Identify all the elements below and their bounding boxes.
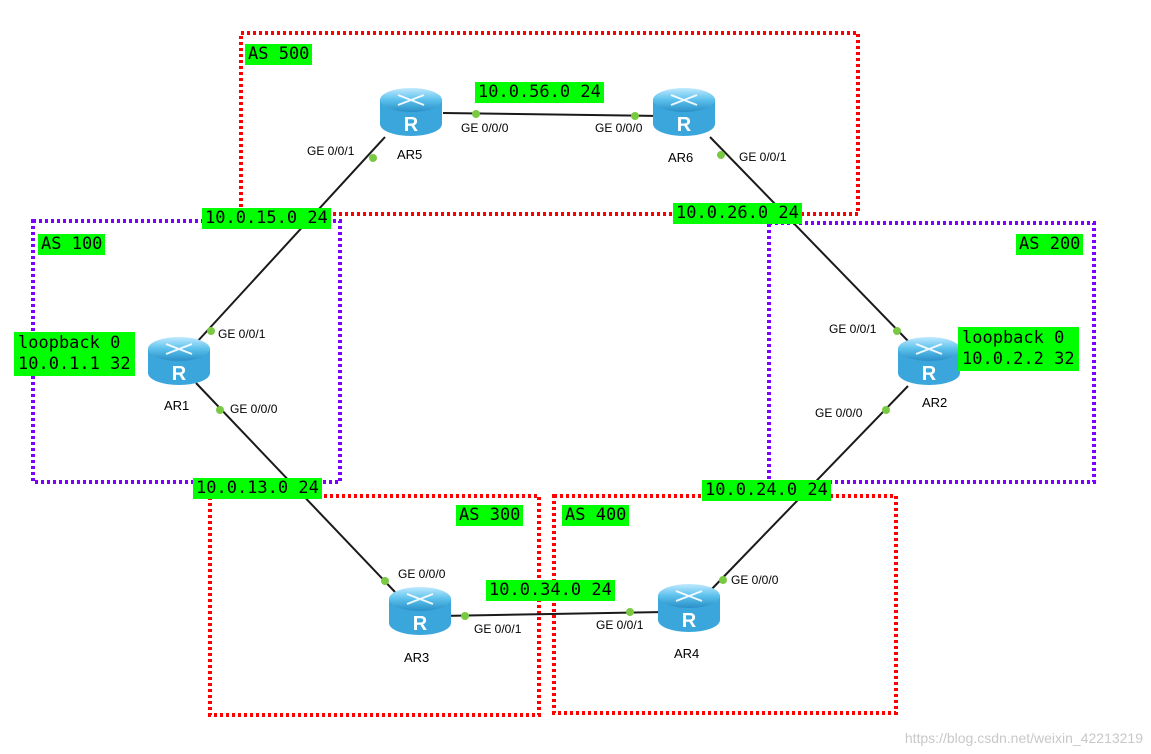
as500-boundary [239, 31, 860, 216]
iface-ar1-ge000: GE 0/0/0 [230, 402, 278, 416]
network-label-ar1-ar3: 10.0.13.0 24 [193, 478, 322, 499]
port-dot [381, 577, 389, 585]
as300-label: AS 300 [456, 505, 524, 526]
iface-ar1-ge001: GE 0/0/1 [218, 327, 266, 341]
as100-boundary [31, 219, 342, 484]
link-ar1-ar5 [195, 136, 386, 344]
loopback-ar2-name: loopback 0 [962, 328, 1065, 348]
iface-ar3-ge001: GE 0/0/1 [474, 622, 522, 636]
router-ar5-icon[interactable] [379, 87, 443, 137]
loopback-ar1: loopback 0 10.0.1.1 32 [14, 332, 135, 376]
port-dot [472, 110, 480, 118]
iface-ar4-ge001: GE 0/0/1 [596, 618, 644, 632]
port-dot [882, 406, 890, 414]
router-ar3-icon[interactable] [388, 586, 452, 636]
iface-ar2-ge001: GE 0/0/1 [829, 322, 877, 336]
port-dot [893, 327, 901, 335]
iface-ar4-ge000: GE 0/0/0 [731, 573, 779, 587]
loopback-ar1-address: 10.0.1.1 32 [18, 354, 131, 374]
as100-label: AS 100 [38, 234, 106, 255]
loopback-ar2-address: 10.0.2.2 32 [962, 349, 1075, 369]
port-dot [216, 406, 224, 414]
iface-ar2-ge000: GE 0/0/0 [815, 406, 863, 420]
iface-ar6-ge001: GE 0/0/1 [739, 150, 787, 164]
iface-ar5-ge001: GE 0/0/1 [307, 144, 355, 158]
router-ar2-icon[interactable] [897, 336, 961, 386]
router-ar6-icon[interactable] [652, 87, 716, 137]
watermark: https://blog.csdn.net/weixin_42213219 [904, 730, 1143, 746]
port-dot [207, 327, 215, 335]
iface-ar5-ge000: GE 0/0/0 [461, 121, 509, 135]
port-dot [719, 576, 727, 584]
port-dot [631, 112, 639, 120]
router-ar2-name: AR2 [922, 395, 948, 410]
network-label-ar3-ar4: 10.0.34.0 24 [486, 580, 615, 601]
loopback-ar2: loopback 0 10.0.2.2 32 [958, 327, 1079, 371]
as400-boundary [552, 494, 898, 715]
port-dots [207, 110, 901, 620]
network-label-ar5-ar6: 10.0.56.0 24 [475, 82, 604, 103]
as200-boundary [767, 221, 1096, 484]
router-ar5-name: AR5 [397, 147, 423, 162]
as400-label: AS 400 [562, 505, 630, 526]
network-label-ar2-ar4: 10.0.24.0 24 [702, 480, 831, 501]
network-label-ar1-ar5: 10.0.15.0 24 [202, 208, 331, 229]
router-ar4-icon[interactable] [657, 583, 721, 633]
as500-label: AS 500 [245, 44, 313, 65]
loopback-ar1-name: loopback 0 [18, 333, 121, 353]
iface-ar3-ge000: GE 0/0/0 [398, 567, 446, 581]
iface-ar6-ge000: GE 0/0/0 [595, 121, 643, 135]
router-ar1-name: AR1 [164, 398, 190, 413]
router-ar4-name: AR4 [674, 646, 700, 661]
router-ar6-name: AR6 [668, 150, 694, 165]
port-dot [461, 612, 469, 620]
as300-boundary [208, 494, 541, 717]
port-dot [626, 608, 634, 616]
port-dot [717, 151, 725, 159]
as200-label: AS 200 [1016, 234, 1084, 255]
port-dot [369, 154, 377, 162]
router-ar1-icon[interactable] [147, 336, 211, 386]
link-ar6-ar2 [709, 136, 909, 342]
router-ar3-name: AR3 [404, 650, 430, 665]
network-label-ar6-ar2: 10.0.26.0 24 [673, 203, 802, 224]
